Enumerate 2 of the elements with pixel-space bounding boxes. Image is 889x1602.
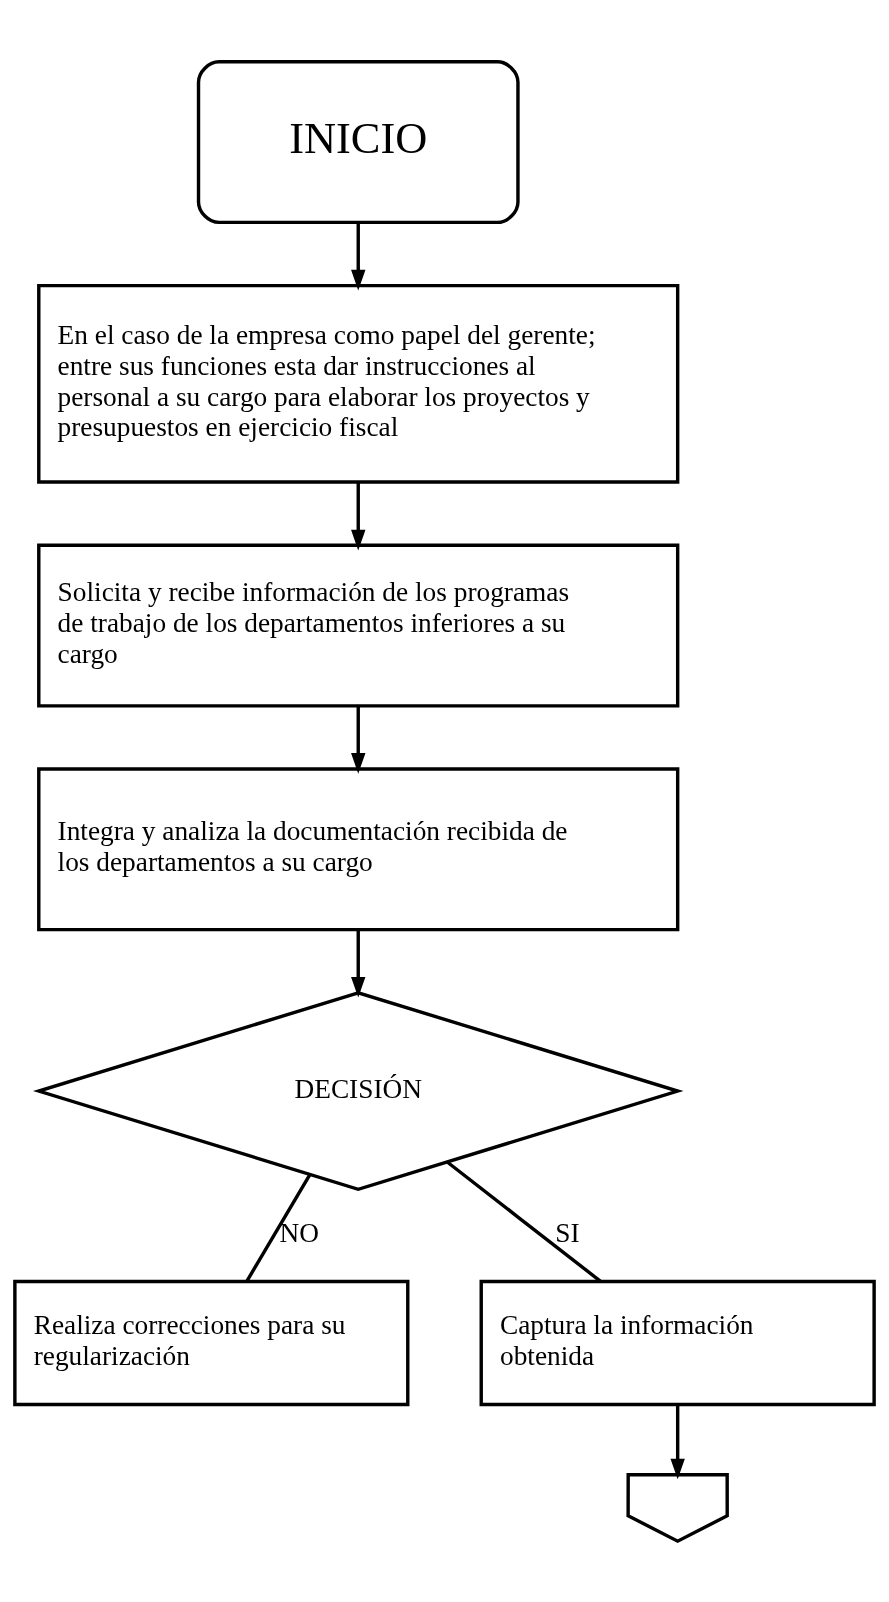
edge-label: NO	[279, 1217, 320, 1248]
edge-label: SI	[555, 1217, 580, 1248]
